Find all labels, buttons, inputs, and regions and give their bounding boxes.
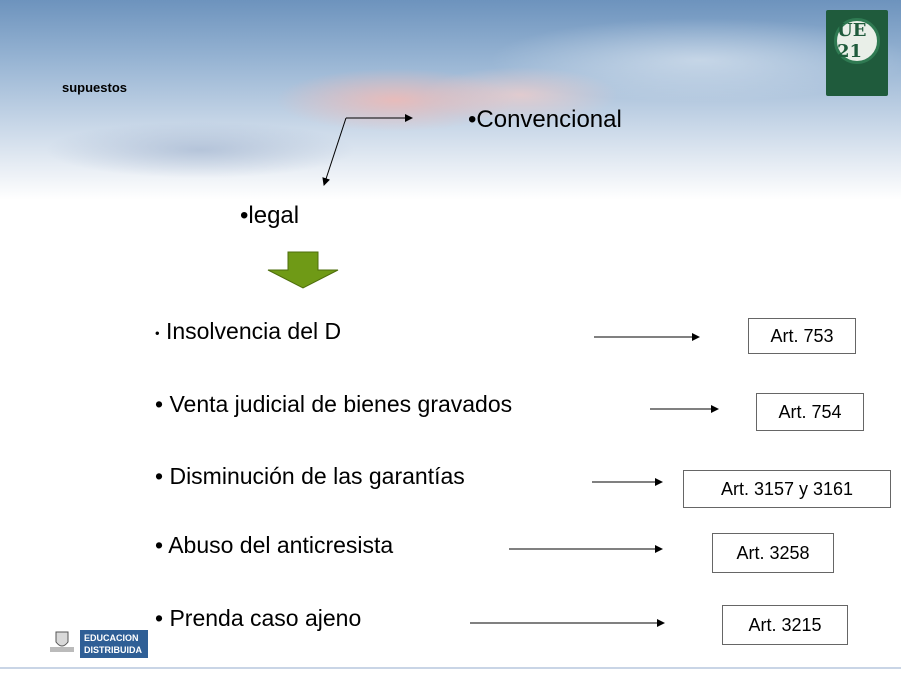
item-text: Venta judicial de bienes gravados [169, 391, 513, 417]
label-legal: •legal [240, 202, 300, 229]
logo-line-2: DISTRIBUIDA [84, 645, 142, 655]
bullet: • [155, 391, 164, 417]
list-item: • Venta judicial de bienes gravados [155, 391, 512, 418]
list-item: • Disminución de las garantías [155, 463, 465, 490]
article-box: Art. 753 [748, 318, 856, 354]
list-item: • Prenda caso ajeno [155, 605, 361, 632]
university-logo: UE 21 [826, 10, 888, 96]
bullet: • [155, 325, 160, 341]
arrow-to-legal-diagonal [322, 117, 347, 186]
bullet: • [155, 532, 164, 558]
slide-title: supuestos [62, 80, 128, 95]
logo-seal: UE 21 [834, 18, 880, 64]
list-item: • Abuso del anticresista [155, 532, 393, 559]
article-box: Art. 3215 [722, 605, 848, 645]
footer-divider [0, 667, 901, 669]
article-box: Art. 3157 y 3161 [683, 470, 891, 508]
bullet: • [155, 605, 164, 631]
institution-crest-icon [50, 631, 74, 652]
article-box: Art. 3258 [712, 533, 834, 573]
bullet: • [155, 463, 164, 489]
article-box: Art. 754 [756, 393, 864, 431]
educacion-distribuida-logo: EDUCACION DISTRIBUIDA [80, 630, 148, 658]
logo-text: UE 21 [837, 20, 867, 62]
item-text: Abuso del anticresista [168, 532, 394, 558]
down-arrow-icon [267, 251, 339, 289]
list-item: • Insolvencia del D [155, 318, 341, 345]
item-text: Insolvencia del D [165, 318, 342, 344]
label-convencional: •Convencional [468, 106, 622, 133]
item-text: Prenda caso ajeno [169, 605, 362, 631]
item-text: Disminución de las garantías [169, 463, 465, 489]
header-banner [0, 0, 901, 200]
logo-line-1: EDUCACION [84, 633, 139, 643]
